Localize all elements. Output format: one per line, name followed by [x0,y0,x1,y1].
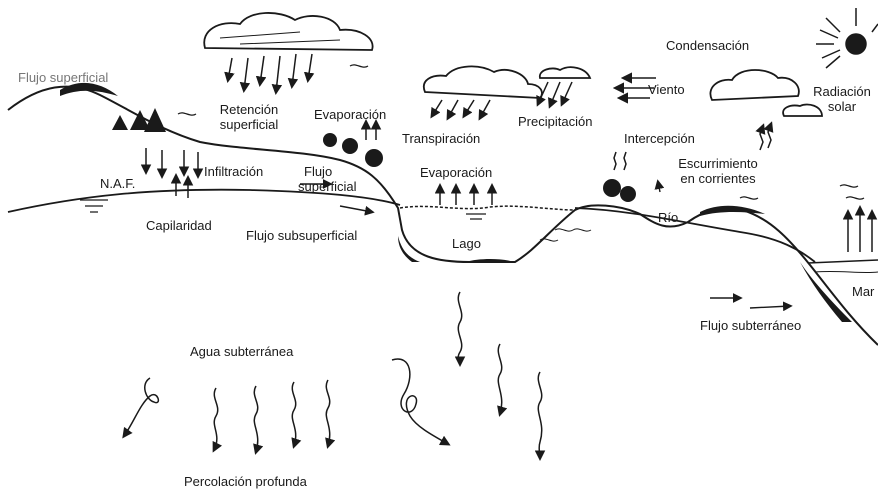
naf-label: N.A.F. [100,176,135,191]
flujo-subterraneo-label: Flujo subterráneo [700,318,801,333]
retencion-line-1: Retención [204,102,294,117]
sun-icon [816,8,878,68]
cloud-icon [424,66,590,98]
radiacion-line-1: Radiación [806,84,878,99]
precipitacion-label: Precipitación [518,114,592,129]
evaporacion-label: Evaporación [314,107,386,122]
radiacion-label: Radiación solar [806,84,878,114]
percolation-arrow-icon [124,292,542,458]
condensacion-label: Condensación [666,38,749,53]
flujo-superficial-label: Flujo superficial [18,70,108,85]
flujo-superficial-mid-label: Flujo superficial [298,164,357,194]
percolacion-label: Percolación profunda [184,474,307,489]
retencion-label: Retención superficial [204,102,294,132]
escurrimiento-label: Escurrimiento en corrientes [668,156,768,186]
intercepcion-label: Intercepción [624,131,695,146]
capilaridad-label: Capilaridad [146,218,212,233]
evaporacion-lago-label: Evaporación [420,165,492,180]
escurrimiento-line-1: Escurrimiento [668,156,768,171]
water-table-line [8,190,815,262]
flujo-sup-mid-line-1: Flujo [298,164,357,179]
rain-icon [228,54,312,92]
lago-label: Lago [452,236,481,251]
viento-label: Viento [648,82,685,97]
radiacion-line-2: solar [806,99,878,114]
retencion-line-2: superficial [204,117,294,132]
flujo-subsuperficial-label: Flujo subsuperficial [246,228,357,243]
flow-arrow-icon [300,182,790,308]
infiltracion-label: Infiltración [204,164,263,179]
cloud-icon [204,13,372,50]
flujo-sup-mid-line-2: superficial [298,179,357,194]
rio-label: Río [658,210,678,225]
transpiracion-label: Transpiración [402,131,480,146]
mar-label: Mar [852,284,874,299]
escurrimiento-line-2: en corrientes [668,171,768,186]
agua-subterranea-label: Agua subterránea [190,344,293,359]
